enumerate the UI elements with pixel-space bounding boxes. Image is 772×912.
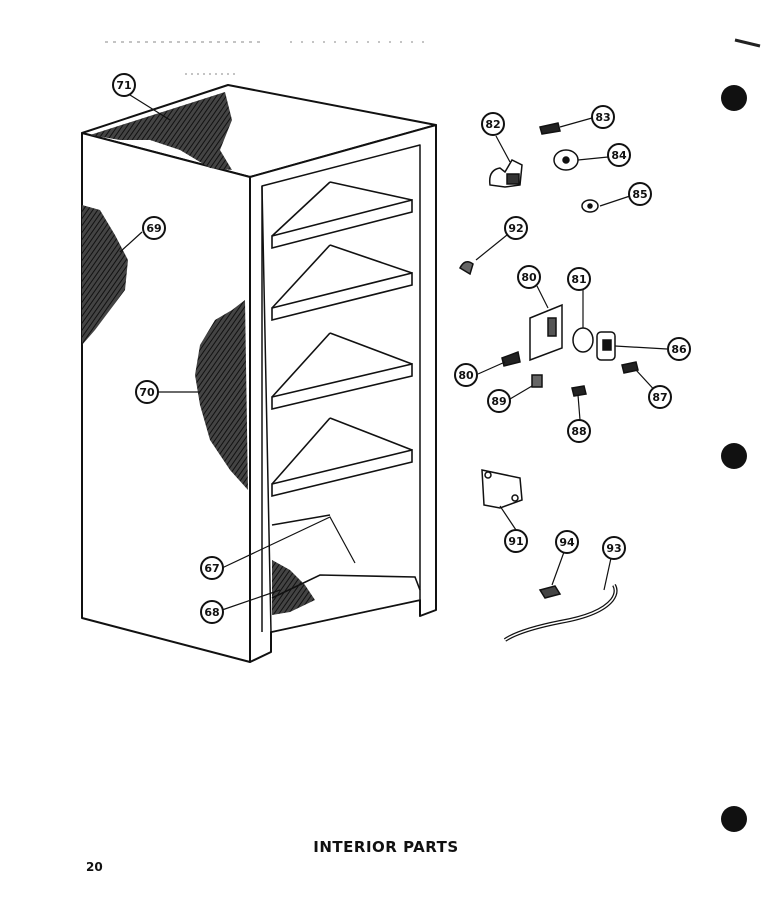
scan-noise	[105, 38, 761, 75]
callout-70: 70	[135, 380, 159, 404]
svg-text:70: 70	[139, 386, 155, 399]
punch-hole-middle	[721, 443, 747, 469]
part-83	[539, 122, 561, 135]
callouts: 71 69 70 67 68 82 83 84 85 92 80 81 86 8…	[112, 73, 691, 624]
callout-69: 69	[142, 216, 166, 240]
svg-text:94: 94	[559, 536, 575, 549]
part-88	[571, 385, 587, 397]
callout-86: 86	[667, 337, 691, 361]
part-82	[488, 159, 523, 188]
svg-text:85: 85	[632, 188, 647, 201]
part-89	[531, 374, 543, 388]
diagram-caption: INTERIOR PARTS	[313, 838, 459, 856]
svg-text:84: 84	[611, 149, 627, 162]
part-93	[503, 584, 618, 642]
callout-80b: 80	[454, 363, 478, 387]
part-80-screw	[501, 350, 521, 367]
shelf-4	[271, 448, 413, 498]
back-insulation	[195, 300, 248, 490]
small-parts	[459, 122, 639, 642]
svg-text:92: 92	[508, 222, 523, 235]
svg-text:86: 86	[671, 343, 687, 356]
top-insulation	[90, 92, 232, 170]
shelf-2	[271, 271, 413, 322]
svg-text:68: 68	[204, 606, 219, 619]
callout-67: 67	[200, 556, 224, 580]
callout-85: 85	[628, 182, 652, 206]
callout-87: 87	[648, 385, 672, 409]
callout-68: 68	[200, 600, 224, 624]
part-81	[572, 327, 594, 353]
punch-hole-top	[721, 85, 747, 111]
svg-text:81: 81	[571, 273, 586, 286]
svg-text:93: 93	[606, 542, 621, 555]
svg-text:89: 89	[491, 395, 506, 408]
svg-text:83: 83	[595, 111, 610, 124]
part-85	[581, 199, 599, 213]
callout-80a: 80	[517, 265, 541, 289]
svg-text:88: 88	[571, 425, 586, 438]
callout-84: 84	[607, 143, 631, 167]
svg-text:82: 82	[485, 118, 500, 131]
svg-text:71: 71	[116, 79, 131, 92]
svg-text:80: 80	[521, 271, 537, 284]
shelf-3	[271, 362, 413, 411]
part-91	[481, 469, 523, 509]
callout-81: 81	[567, 267, 591, 291]
callout-82: 82	[481, 112, 505, 136]
callout-83: 83	[591, 105, 615, 129]
part-92	[459, 261, 474, 276]
svg-text:67: 67	[204, 562, 219, 575]
svg-text:69: 69	[146, 222, 161, 235]
shelf-1	[271, 198, 413, 250]
part-86	[596, 331, 616, 361]
callout-71: 71	[112, 73, 136, 97]
shelves	[271, 181, 421, 599]
svg-text:87: 87	[652, 391, 667, 404]
part-87	[621, 361, 639, 374]
callout-89: 89	[487, 389, 511, 413]
callout-88: 88	[567, 419, 591, 443]
leader-lines	[119, 94, 668, 611]
page-number: 20	[86, 860, 103, 874]
side-insulation	[82, 205, 128, 345]
callout-94: 94	[555, 530, 579, 554]
part-94	[538, 585, 562, 599]
part-80	[529, 303, 563, 362]
svg-text:80: 80	[458, 369, 474, 382]
part-84	[553, 149, 579, 171]
callout-93: 93	[602, 536, 626, 560]
punch-hole-bottom	[721, 806, 747, 832]
callout-91: 91	[504, 529, 528, 553]
svg-text:91: 91	[508, 535, 523, 548]
callout-92: 92	[504, 216, 528, 240]
